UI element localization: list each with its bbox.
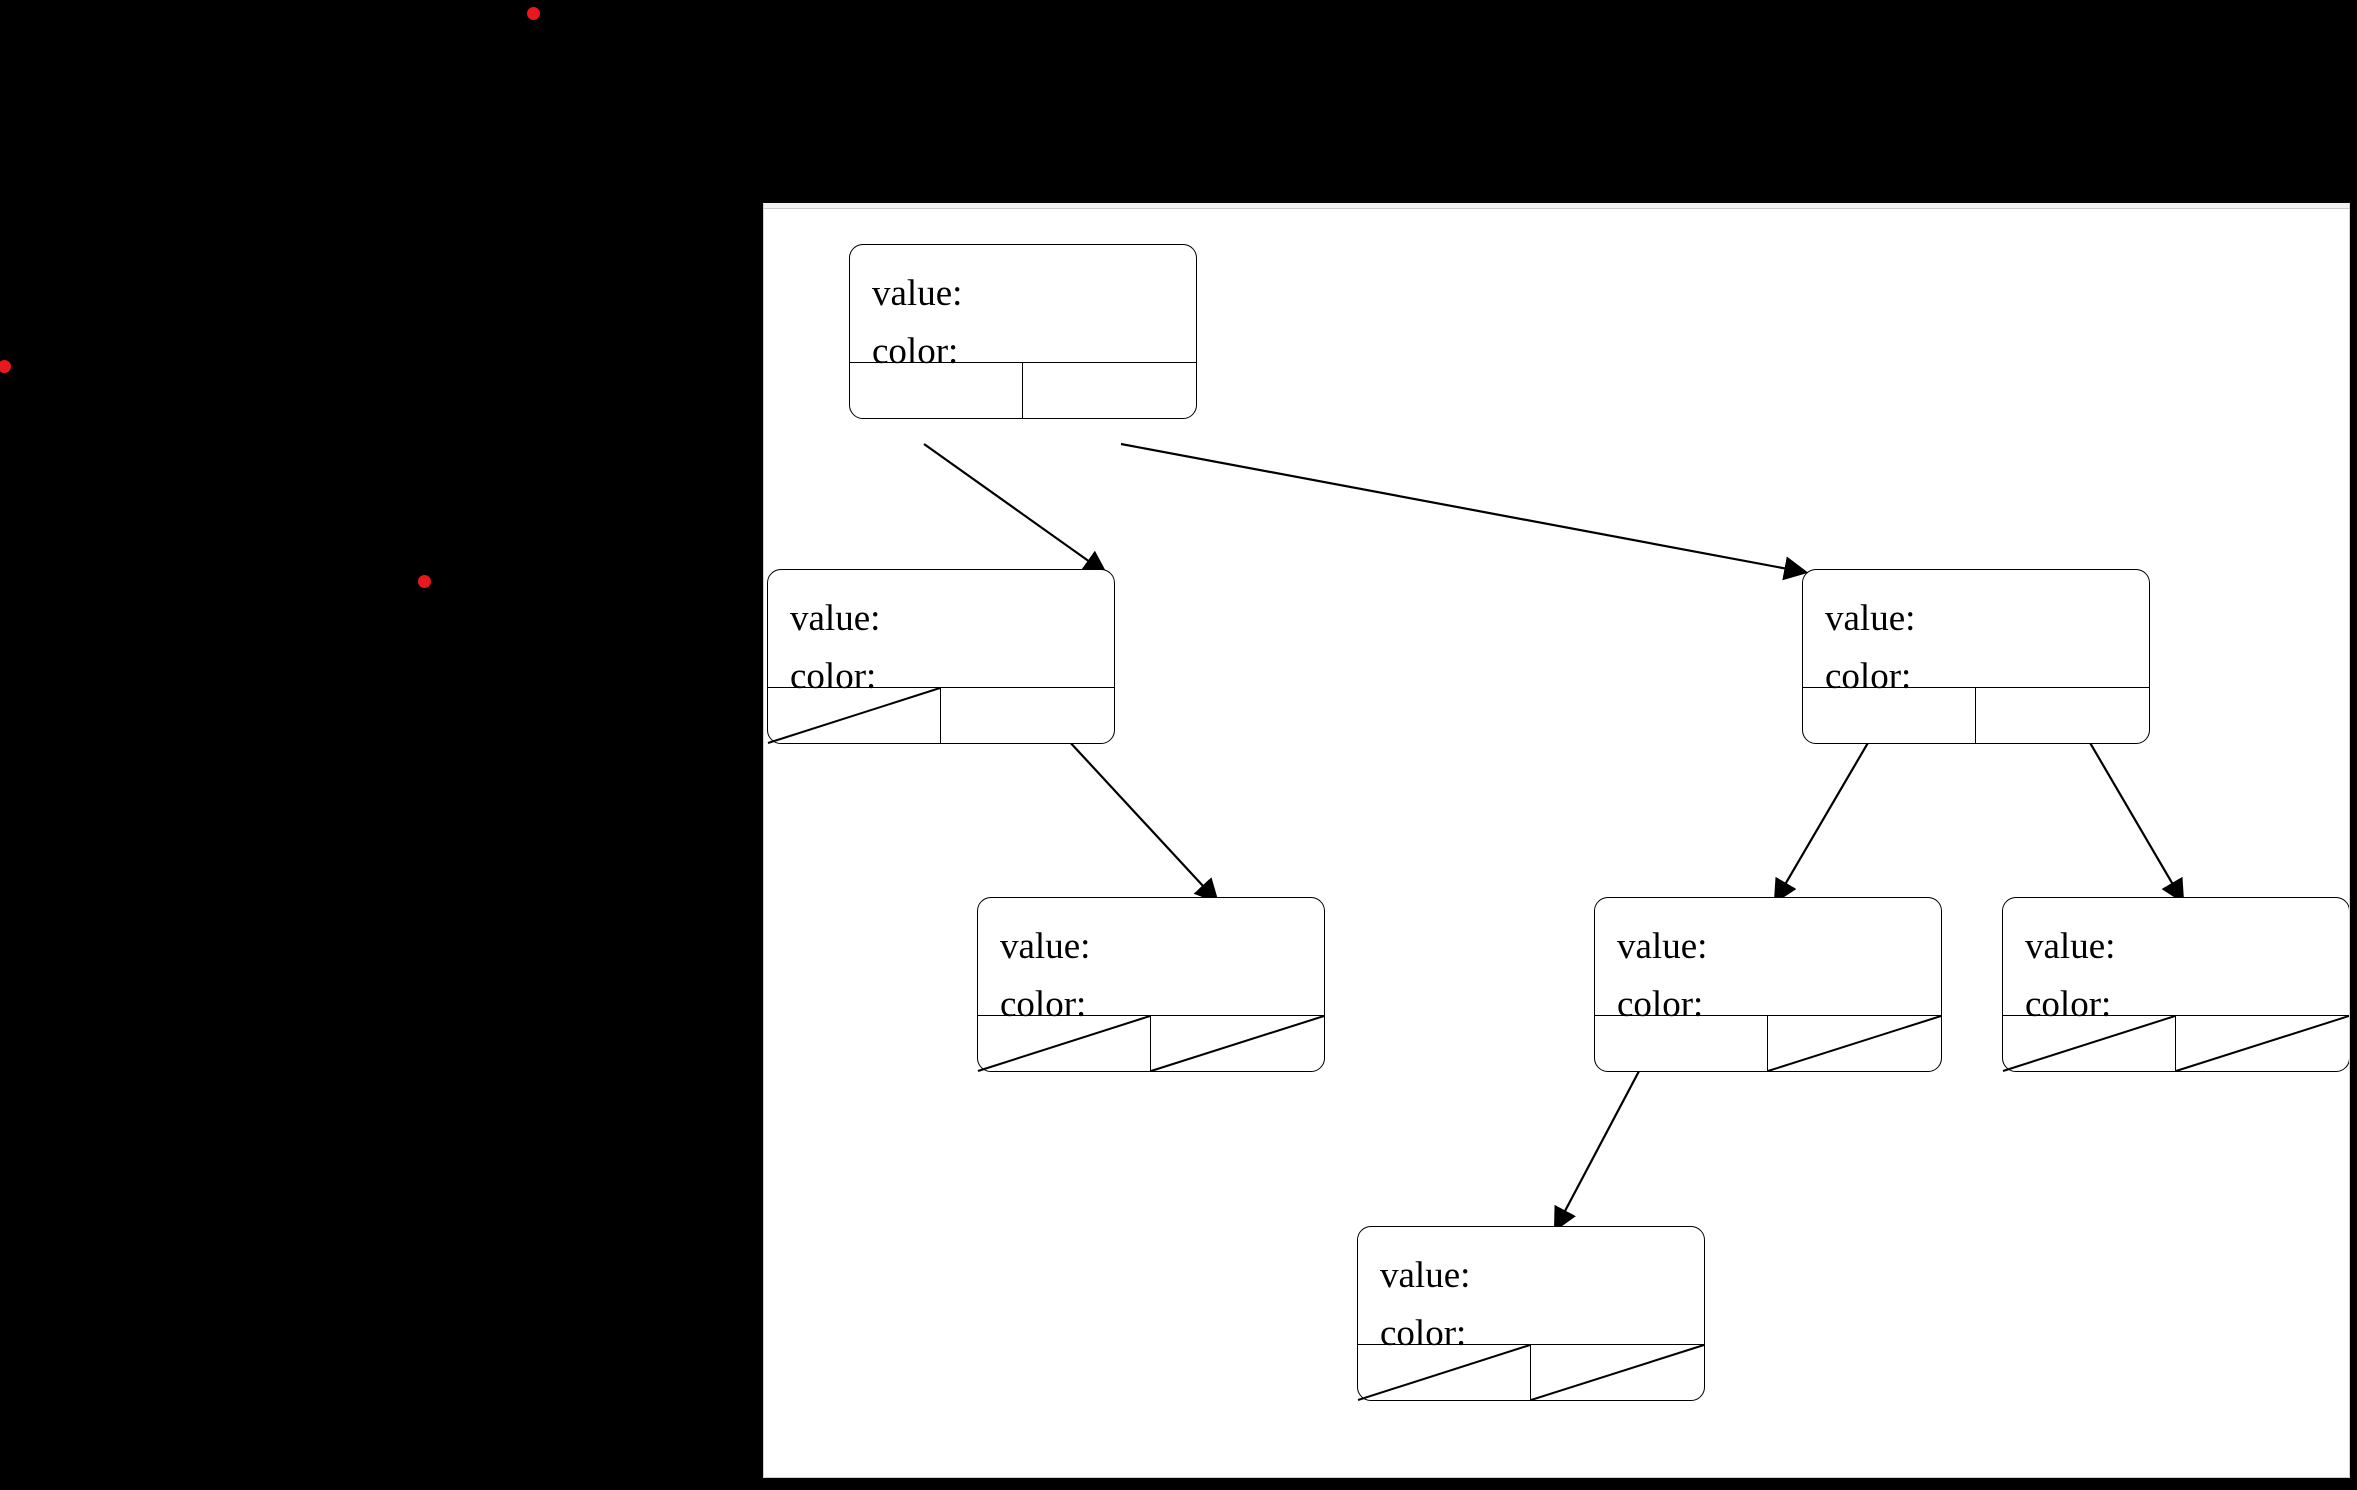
null-pointer-slash-icon	[1151, 1016, 1324, 1071]
tree-node-great-grandchild[interactable]: value: color:	[1357, 1226, 1705, 1401]
node-value-label: value:	[1000, 926, 1091, 967]
tree-node-left-child[interactable]: value: color:	[767, 569, 1115, 744]
null-pointer-slash-icon	[2176, 1016, 2349, 1071]
node-color-label: color:	[1617, 984, 1704, 1025]
node-left-pointer-cell-null[interactable]	[978, 1016, 1151, 1071]
null-pointer-slash-icon	[1358, 1345, 1530, 1400]
tree-node-right-child[interactable]: value: color:	[1802, 569, 2150, 744]
node-left-pointer-cell-null[interactable]	[768, 688, 941, 743]
node-right-pointer-cell-null[interactable]	[1151, 1016, 1324, 1071]
node-left-pointer-cell[interactable]	[1803, 688, 1976, 743]
null-pointer-slash-icon	[768, 688, 940, 743]
node-pointer-row	[1803, 687, 2149, 743]
node-left-pointer-cell[interactable]	[850, 363, 1023, 418]
node-fields: value: color:	[850, 245, 1196, 372]
node-pointer-row	[978, 1015, 1324, 1071]
tree-node-root[interactable]: value: color:	[849, 244, 1197, 419]
node-fields: value: color:	[1595, 898, 1941, 1025]
tree-node-right-right-grandchild[interactable]: value: color:	[2002, 897, 2349, 1072]
edge-root-to-right-child	[1120, 442, 1809, 581]
node-value-label: value:	[1825, 598, 1916, 639]
node-value-label: value:	[790, 598, 881, 639]
null-pointer-slash-icon	[978, 1016, 1150, 1071]
diagram-panel[interactable]: value: color: value: color:	[763, 203, 2350, 1478]
red-marker-dot-3	[418, 575, 431, 588]
red-marker-dot-2	[0, 360, 11, 373]
node-left-pointer-cell-null[interactable]	[2003, 1016, 2176, 1071]
node-color-label: color:	[1825, 656, 1912, 697]
node-value-label: value:	[872, 273, 963, 314]
node-pointer-row	[768, 687, 1114, 743]
node-color-label: color:	[872, 331, 959, 372]
panel-top-strip	[764, 204, 2349, 209]
node-fields: value: color:	[768, 570, 1114, 697]
null-pointer-slash-icon	[2003, 1016, 2175, 1071]
node-pointer-row	[1358, 1344, 1704, 1400]
node-color-label: color:	[790, 656, 877, 697]
node-right-pointer-cell-null[interactable]	[1531, 1345, 1704, 1400]
node-right-pointer-cell-null[interactable]	[1768, 1016, 1941, 1071]
tree-node-left-right-grandchild[interactable]: value: color:	[977, 897, 1325, 1072]
null-pointer-slash-icon	[1531, 1345, 1704, 1400]
node-right-pointer-cell-null[interactable]	[2176, 1016, 2349, 1071]
node-pointer-row	[850, 362, 1196, 418]
node-value-label: value:	[2025, 926, 2116, 967]
null-pointer-slash-icon	[1768, 1016, 1941, 1071]
node-right-pointer-cell[interactable]	[941, 688, 1114, 743]
node-fields: value: color:	[1803, 570, 2149, 697]
red-marker-dot-1	[527, 7, 540, 20]
node-pointer-row	[2003, 1015, 2349, 1071]
node-value-label: value:	[1617, 926, 1708, 967]
node-right-pointer-cell[interactable]	[1023, 363, 1196, 418]
node-fields: value: color:	[1358, 1227, 1704, 1354]
node-left-pointer-cell-null[interactable]	[1358, 1345, 1531, 1400]
node-pointer-row	[1595, 1015, 1941, 1071]
node-color-label: color:	[1000, 984, 1087, 1025]
node-color-label: color:	[2025, 984, 2112, 1025]
tree-node-right-left-grandchild[interactable]: value: color:	[1594, 897, 1942, 1072]
node-value-label: value:	[1380, 1255, 1471, 1296]
edge-root-to-left-child	[923, 443, 1108, 575]
node-fields: value: color:	[2003, 898, 2349, 1025]
node-left-pointer-cell[interactable]	[1595, 1016, 1768, 1071]
node-right-pointer-cell[interactable]	[1976, 688, 2149, 743]
node-fields: value: color:	[978, 898, 1324, 1025]
node-color-label: color:	[1380, 1313, 1467, 1354]
